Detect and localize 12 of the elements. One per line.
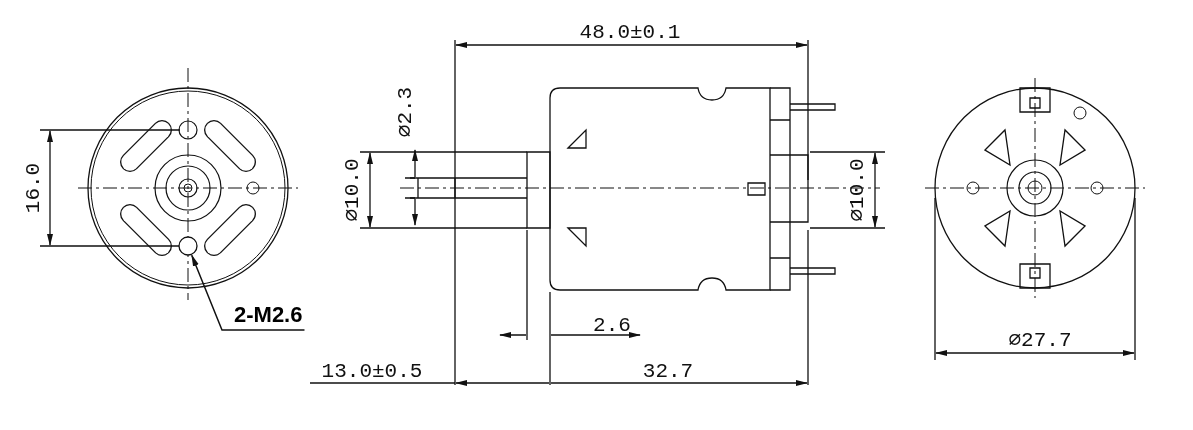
dimension-label: ⌀10.0 — [846, 158, 868, 222]
dimension-label: ⌀27.7 — [1008, 329, 1072, 351]
leader-line — [191, 254, 306, 331]
dimension-label: 32.7 — [642, 360, 694, 382]
dimension-label: 2.6 — [593, 314, 631, 336]
dimension-label: ⌀10.0 — [341, 158, 363, 222]
dimension-label: 13.0±0.5 — [321, 360, 423, 382]
dimension-label: 48.0±0.1 — [579, 21, 681, 43]
mounting-hole — [178, 236, 198, 256]
dimension-label: ⌀2.3 — [394, 86, 416, 138]
dimension-label: 16.0 — [22, 162, 44, 214]
callout-label: 2-M2.6 — [232, 302, 305, 328]
